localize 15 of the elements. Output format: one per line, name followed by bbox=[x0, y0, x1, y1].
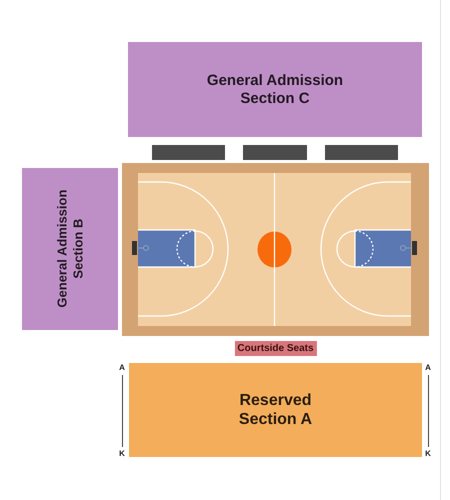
section-label: Courtside Seats bbox=[237, 342, 314, 354]
row-letter: A bbox=[425, 363, 431, 372]
seating-section bbox=[129, 363, 422, 457]
seating-section bbox=[128, 42, 422, 137]
row-letter: A bbox=[119, 363, 125, 372]
row-letter: K bbox=[119, 449, 125, 458]
section-label: General Admission Section C bbox=[206, 72, 344, 108]
row-letter: K bbox=[425, 449, 431, 458]
seating-section bbox=[22, 168, 118, 330]
seating-section bbox=[234, 341, 317, 356]
section-label: Reserved Section A bbox=[238, 390, 314, 430]
seating-block bbox=[243, 145, 307, 160]
seating-block bbox=[152, 145, 225, 160]
seating-block bbox=[325, 145, 398, 160]
section-label: General Admission Section B bbox=[54, 189, 86, 310]
